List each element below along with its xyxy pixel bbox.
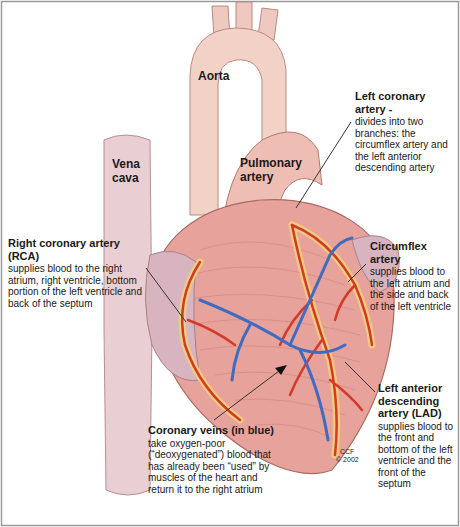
structure-label: Aorta — [198, 70, 258, 84]
callout-heading: Coronary veins (in blue) — [148, 424, 283, 437]
copyright-mark: CCF — [340, 448, 370, 456]
callout-body: take oxygen-poor (“deoxygenated”) blood … — [148, 438, 283, 496]
callout-body: supplies blood to the front and bottom o… — [378, 421, 458, 490]
callout-body: supplies blood to the left atrium and th… — [370, 266, 455, 312]
callout-heading: Left coronary artery - — [355, 90, 455, 115]
callout-body: supplies blood to the right atrium, righ… — [8, 263, 143, 309]
structure-label: Vena cava — [112, 158, 152, 186]
callout-heading: Circumflex artery — [370, 240, 455, 265]
callout-body: divides into two branches: the circumfle… — [355, 116, 455, 174]
callout-heading: Left anterior descending artery (LAD) — [378, 382, 458, 420]
callout-heading: Right coronary artery (RCA) — [8, 237, 143, 262]
structure-label: Pulmonary artery — [240, 157, 304, 185]
copyright-mark: © 2002 — [336, 456, 370, 464]
